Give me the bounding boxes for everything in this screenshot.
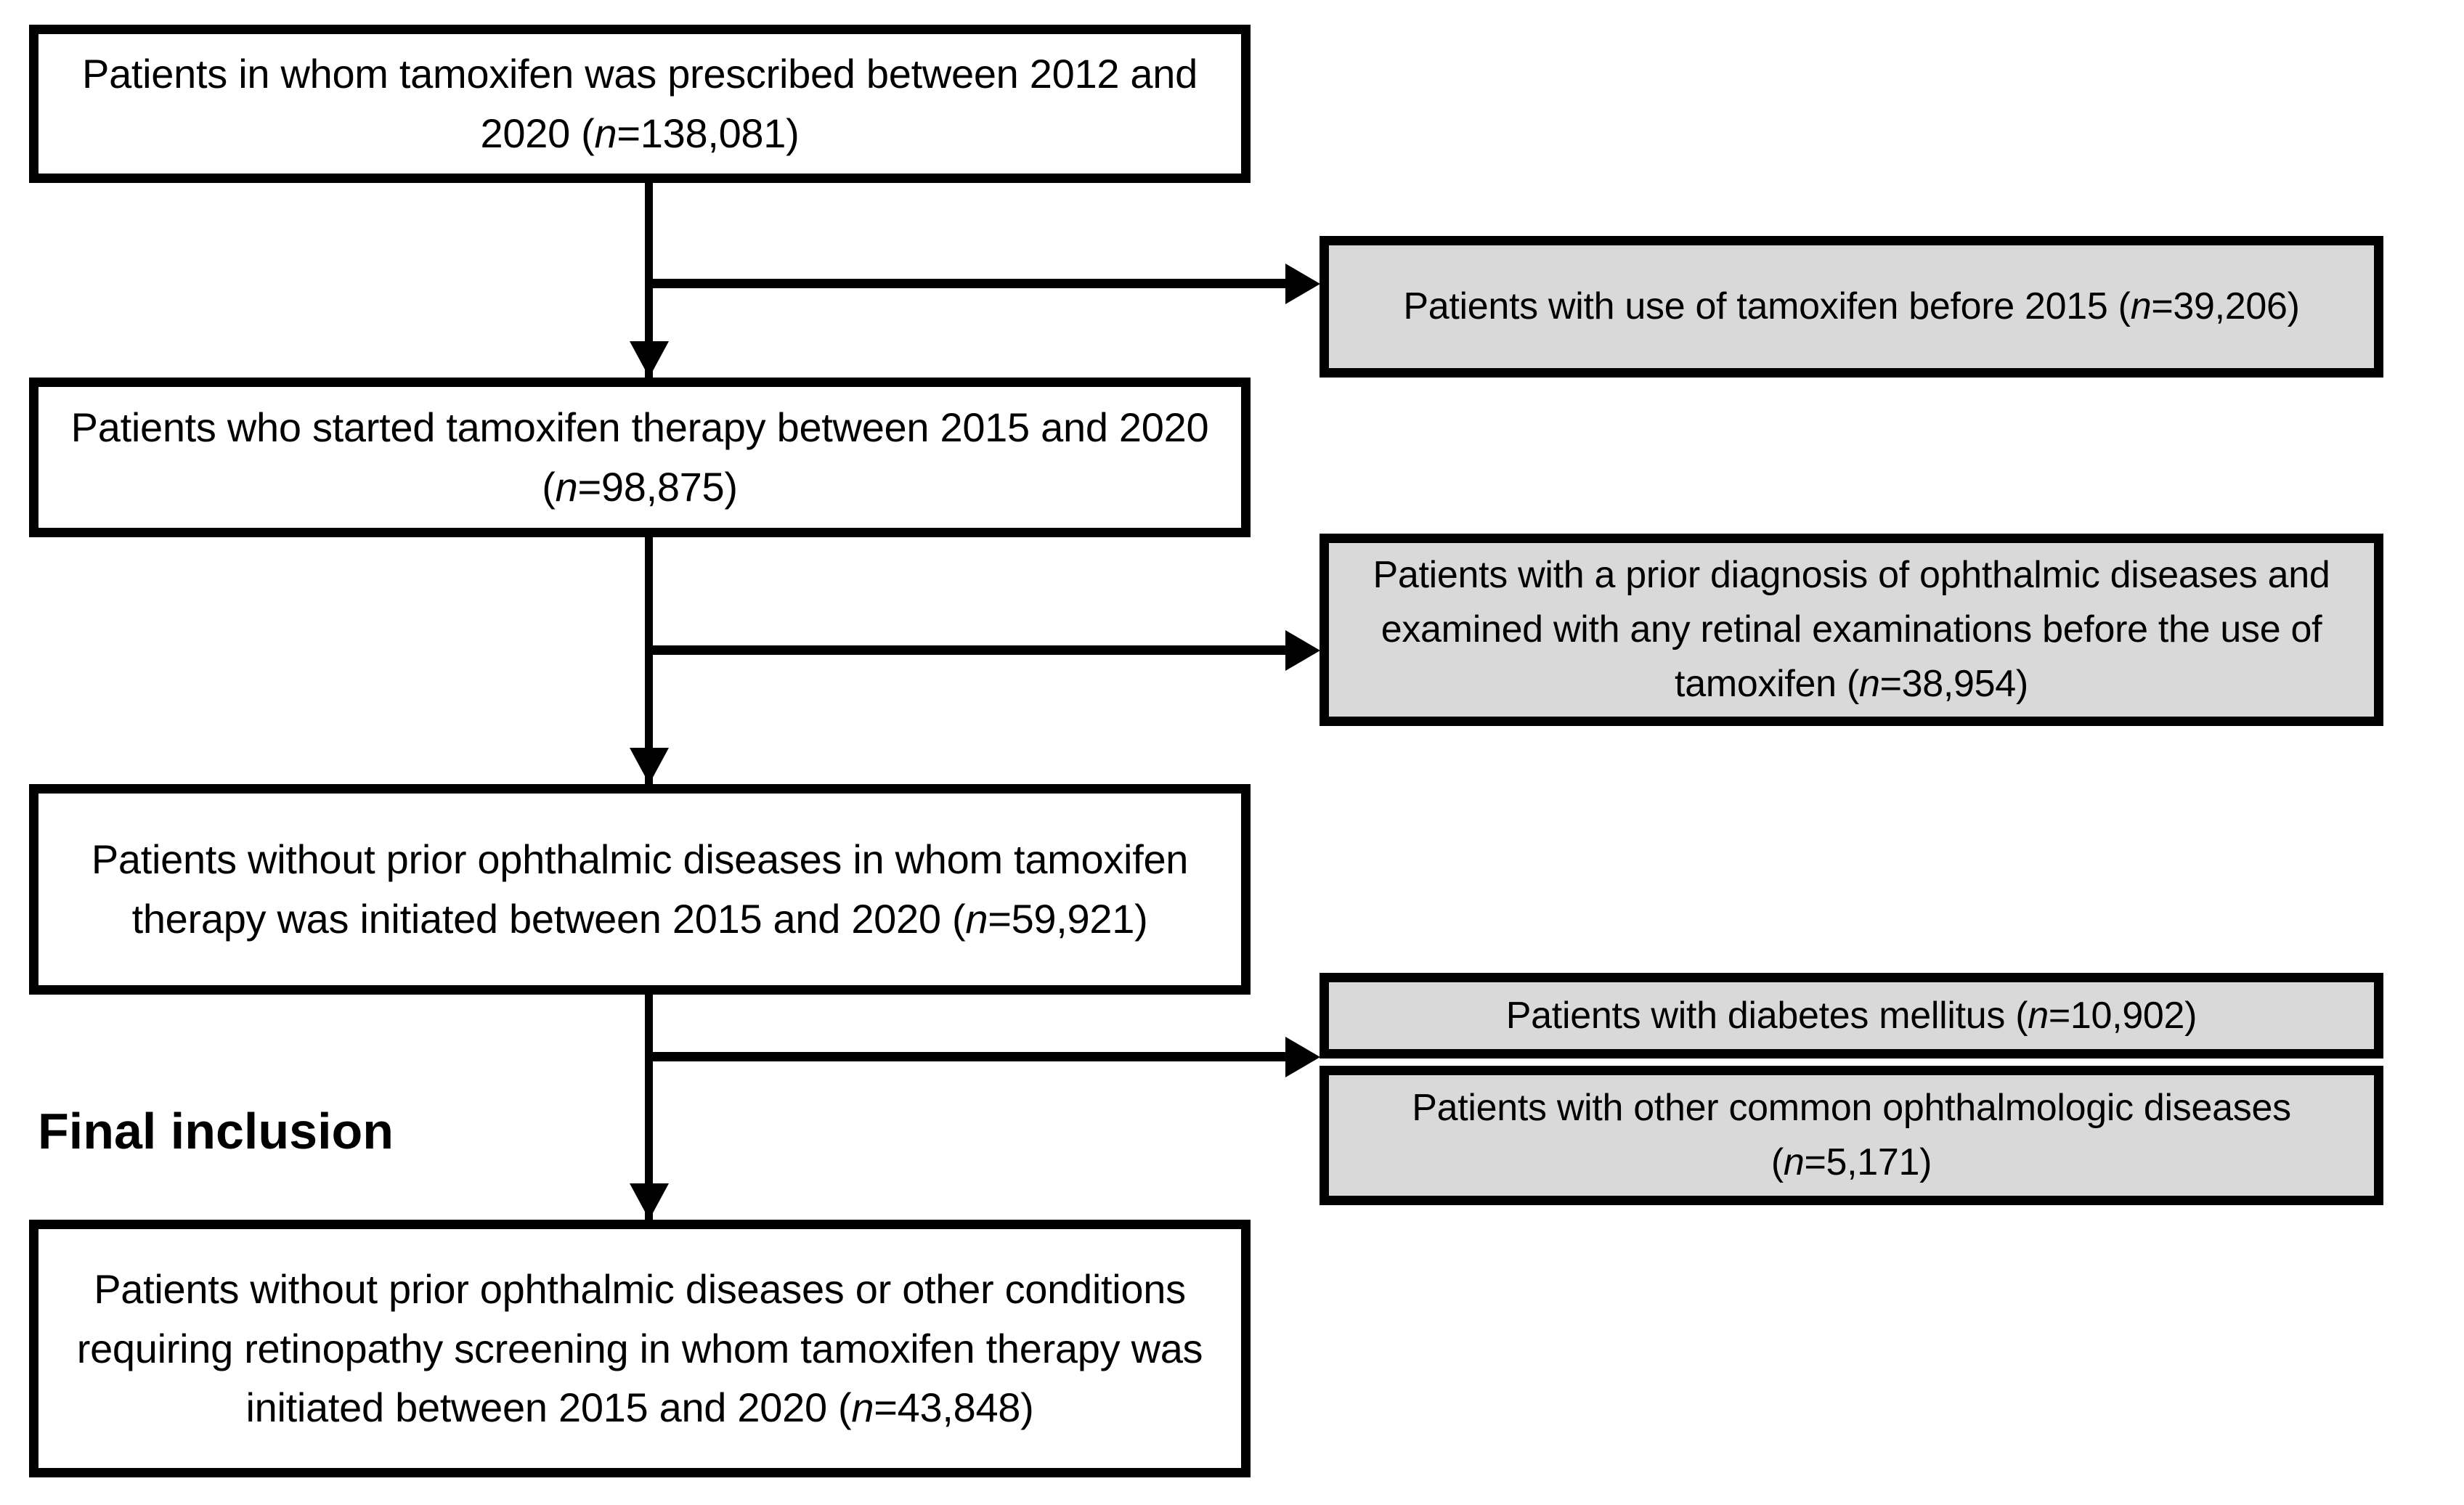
n-symbol: n — [555, 464, 578, 510]
connector-vline-3 — [645, 995, 653, 1220]
n-symbol: n — [1858, 662, 1880, 705]
node-excl-prior-ophthalmic-diagnosis-label: Patients with a prior diagnosis of ophth… — [1373, 554, 2330, 705]
connector-arrowhead-down-3 — [630, 1183, 669, 1220]
n-symbol: n — [594, 110, 617, 156]
connector-arrowhead-down-1 — [630, 341, 669, 378]
node-cohort-no-prior-ophthalmic-label: Patients without prior ophthalmic diseas… — [91, 836, 1189, 942]
node-excl-other-ophthalmologic: Patients with other common ophthalmologi… — [1320, 1066, 2383, 1205]
n-symbol: n — [965, 896, 988, 942]
node-cohort-started-label: Patients who started tamoxifen therapy b… — [70, 404, 1209, 510]
node-excl-diabetes-mellitus-label: Patients with diabetes mellitus (n=10,90… — [1505, 994, 2197, 1037]
node-cohort-prescribed: Patients in whom tamoxifen was prescribe… — [29, 25, 1251, 183]
connector-hline-branch-1 — [645, 279, 1290, 288]
connector-arrowhead-down-2 — [630, 748, 669, 784]
connector-vline-2 — [645, 537, 653, 784]
n-symbol: n — [851, 1384, 874, 1431]
node-cohort-no-prior-ophthalmic: Patients without prior ophthalmic diseas… — [29, 784, 1251, 995]
connector-arrowhead-right-3 — [1285, 1037, 1320, 1077]
connector-arrowhead-right-1 — [1285, 264, 1320, 304]
node-excl-use-before-2015-label: Patients with use of tamoxifen before 20… — [1403, 285, 2300, 328]
node-cohort-prescribed-label: Patients in whom tamoxifen was prescribe… — [82, 51, 1198, 156]
n-symbol: n — [2028, 994, 2049, 1037]
node-excl-other-ophthalmologic-label: Patients with other common ophthalmologi… — [1412, 1087, 2291, 1183]
node-cohort-started-2015-2020: Patients who started tamoxifen therapy b… — [29, 378, 1251, 537]
connector-hline-branch-2 — [645, 645, 1290, 655]
n-symbol: n — [2130, 285, 2152, 328]
final-inclusion-caption: Final inclusion — [38, 1103, 394, 1159]
node-cohort-final-label: Patients without prior ophthalmic diseas… — [76, 1265, 1203, 1431]
connector-arrowhead-right-2 — [1285, 630, 1320, 671]
n-symbol: n — [1783, 1141, 1805, 1183]
node-cohort-final: Patients without prior ophthalmic diseas… — [29, 1220, 1251, 1477]
connector-hline-branch-3 — [645, 1052, 1290, 1061]
node-excl-diabetes-mellitus: Patients with diabetes mellitus (n=10,90… — [1320, 973, 2383, 1059]
node-excl-prior-ophthalmic-diagnosis: Patients with a prior diagnosis of ophth… — [1320, 534, 2383, 726]
node-excl-use-before-2015: Patients with use of tamoxifen before 20… — [1320, 236, 2383, 378]
